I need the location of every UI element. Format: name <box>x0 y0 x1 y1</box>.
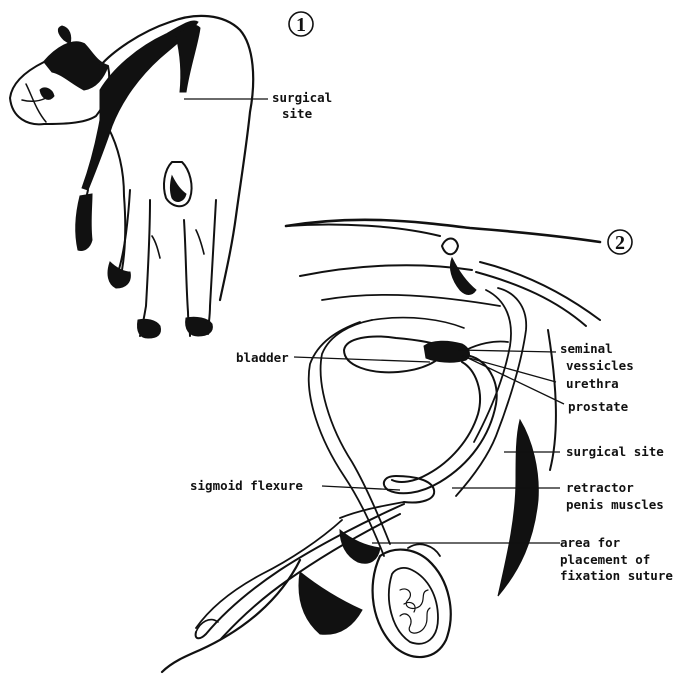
label-seminal-line2: vessicles <box>566 358 634 373</box>
label-fixation-line1: area for <box>560 535 621 550</box>
label-fixation-line2: placement of <box>560 552 650 567</box>
seminal-vessicles-leader <box>458 350 556 352</box>
sigmoid-flexure-leader <box>322 486 400 490</box>
figure-2-number: 2 <box>608 230 632 254</box>
label-retractor-line1: retractor <box>566 480 634 495</box>
figure-1-number: 1 <box>289 12 313 36</box>
bladder-leader <box>294 357 430 362</box>
figure-2-section-drawing <box>162 220 600 672</box>
label-seminal-line1: seminal <box>560 341 613 356</box>
label-sigmoid-flexure: sigmoid flexure <box>190 478 303 493</box>
label-retractor-line2: penis muscles <box>566 497 664 512</box>
figure-2-number-text: 2 <box>615 232 625 254</box>
prostate-leader <box>468 358 564 404</box>
label-bladder: bladder <box>236 350 289 365</box>
label-prostate: prostate <box>568 399 629 414</box>
figure-1-number-text: 1 <box>296 14 306 36</box>
figure-1-surgical-site-label-line2: site <box>282 106 313 121</box>
figure-1-surgical-site-label-line1: surgical <box>272 90 332 105</box>
label-fixation-line3: fixation suture <box>560 568 673 583</box>
label-surgical-site: surgical site <box>566 444 664 459</box>
figure-1-calf-drawing <box>10 16 253 338</box>
label-urethra: urethra <box>566 376 619 391</box>
